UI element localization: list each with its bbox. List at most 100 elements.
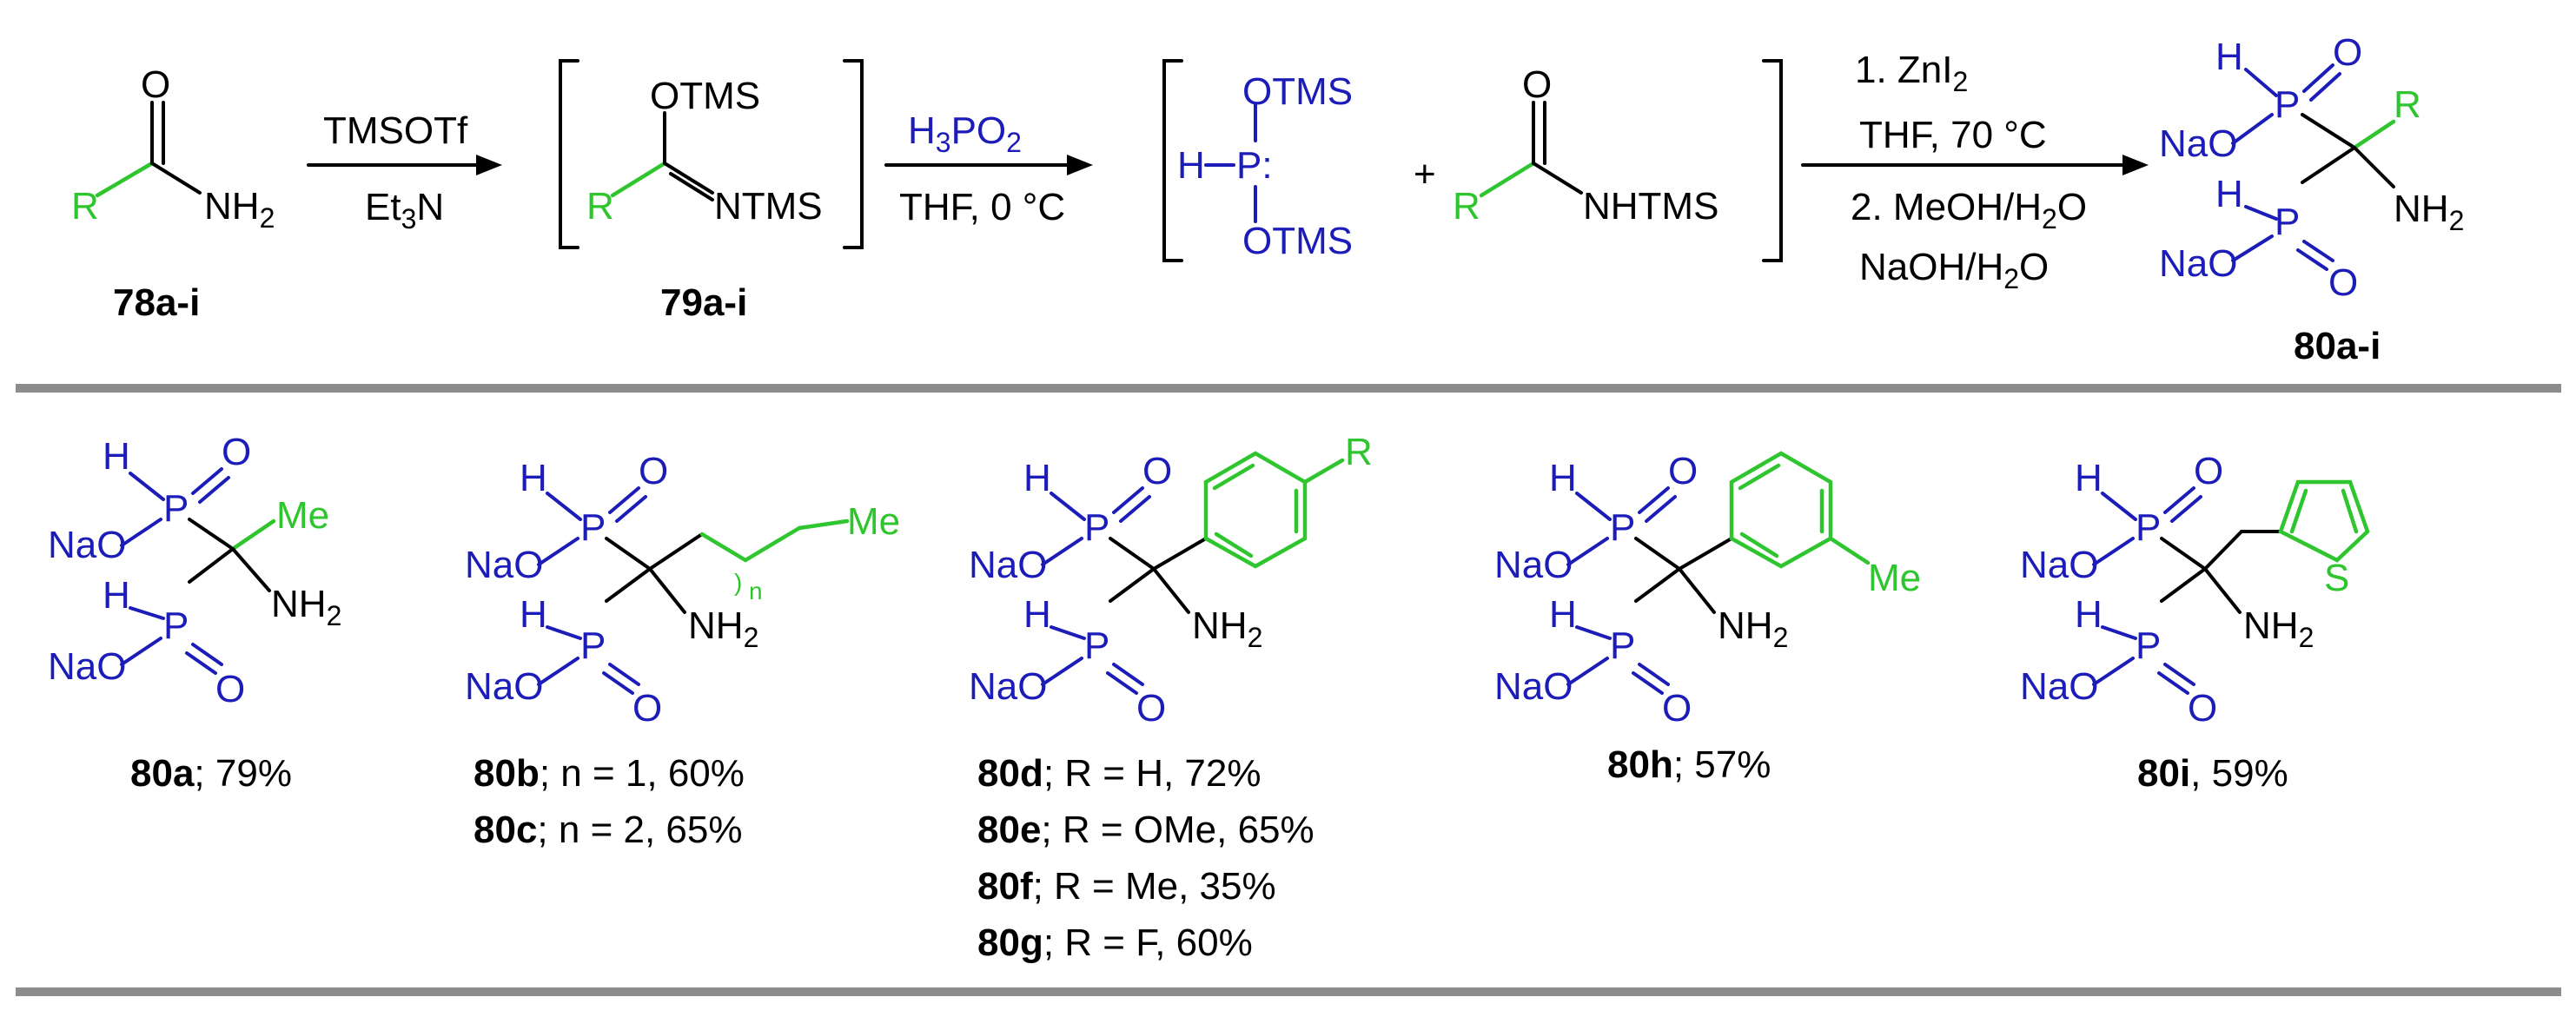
svg-text:NaO: NaO [48, 524, 126, 566]
svg-text:): ) [734, 569, 742, 596]
svg-text:H: H [2075, 593, 2103, 636]
svg-text:H: H [2215, 36, 2243, 78]
id-80h: 80h [1607, 743, 1673, 786]
svg-text:O: O [2194, 450, 2223, 492]
svg-text:P: P [2275, 201, 2300, 243]
svg-text:Me: Me [1868, 557, 1921, 599]
svg-text:Me: Me [847, 500, 900, 543]
yield-80i: 80i, 59% [2137, 752, 2288, 795]
svg-text:P:: P: [1236, 144, 1273, 187]
svg-text:NaO: NaO [465, 665, 543, 708]
text-80a: ; 79% [194, 752, 292, 795]
svg-text:NaO: NaO [2159, 122, 2237, 165]
svg-text:NH2: NH2 [204, 185, 275, 234]
yield-80f: 80f; R = Me, 35% [977, 865, 1276, 908]
text-80d: ; R = H, 72% [1043, 752, 1262, 795]
arrow-3 [1801, 155, 2149, 175]
svg-text:H: H [103, 574, 130, 617]
svg-text:O: O [1142, 450, 1172, 492]
yield-80b: 80b; n = 1, 60% [473, 752, 745, 795]
svg-text:O: O [2188, 687, 2217, 730]
text-80h: ; 57% [1673, 743, 1771, 786]
svg-text:NH2: NH2 [1718, 604, 1788, 653]
text-80e: ; R = OMe, 65% [1041, 809, 1314, 851]
structure-80b-80c: H P O NaO Me ) n NH2 H P O NaO [465, 450, 900, 730]
svg-text:NH2: NH2 [271, 583, 341, 631]
yield-80e: 80e; R = OMe, 65% [977, 809, 1314, 851]
id-80b: 80b [473, 752, 540, 795]
id-80f: 80f [977, 865, 1033, 908]
svg-text:S: S [2324, 557, 2349, 599]
svg-text:P: P [1084, 506, 1109, 549]
svg-text:H: H [1549, 457, 1577, 499]
structure-80d-80g: H P O NaO R NH2 H P O NaO [969, 431, 1373, 730]
svg-text:NH2: NH2 [688, 604, 758, 653]
svg-text:O: O [1522, 63, 1552, 106]
svg-text:O: O [215, 668, 245, 710]
bracket-intermediates: H P: OTMS OTMS O R NHTMS [1162, 59, 1783, 262]
text-80f: ; R = Me, 35% [1033, 865, 1276, 908]
reagent-h3po2: H3PO2 [908, 109, 1022, 158]
svg-text:P: P [1610, 624, 1635, 667]
svg-text:P: P [580, 506, 606, 549]
reagent-tmsotf: TMSOTf [323, 109, 468, 152]
id-80e: 80e [977, 809, 1041, 851]
svg-text:NH2: NH2 [1192, 604, 1262, 653]
svg-text:NaO: NaO [2159, 242, 2237, 285]
svg-text:P: P [580, 624, 606, 667]
svg-text:H: H [1177, 144, 1205, 187]
reagent-thf-0c: THF, 0 °C [899, 186, 1065, 228]
svg-text:P: P [163, 604, 189, 647]
reagent-et3n: Et3N [365, 186, 444, 234]
svg-text:OTMS: OTMS [1242, 220, 1353, 262]
svg-text:H: H [1549, 593, 1577, 636]
svg-text:NaO: NaO [465, 544, 543, 586]
svg-text:P: P [1610, 506, 1635, 549]
svg-text:R: R [586, 185, 614, 228]
svg-text:R: R [2394, 83, 2421, 126]
yield-80d: 80d; R = H, 72% [977, 752, 1262, 795]
product-80: H P O NaO R NH2 H P O NaO [2159, 31, 2464, 304]
reagent-meoh-h2o: 2. MeOH/H2O [1851, 186, 2087, 234]
structure-80a: H P O NaO Me NH2 H P O NaO [48, 431, 341, 710]
svg-text:O: O [2333, 31, 2362, 74]
reagent-naoh-h2o: NaOH/H2O [1859, 246, 2049, 294]
arrow-2 [884, 155, 1093, 175]
svg-text:NTMS: NTMS [714, 185, 823, 228]
svg-text:NaO: NaO [969, 544, 1047, 586]
svg-text:O: O [639, 450, 668, 492]
divider-bottom [16, 987, 2561, 996]
id-80a: 80a [130, 752, 195, 795]
svg-text:O: O [1662, 687, 1692, 730]
svg-text:n: n [749, 578, 763, 604]
svg-text:NaO: NaO [48, 645, 126, 688]
reagent-zni2: 1. ZnI2 [1855, 49, 1968, 97]
amide-78: O R NH2 [71, 63, 275, 234]
svg-text:P: P [2275, 83, 2300, 126]
svg-text:R: R [1453, 185, 1480, 228]
svg-text:R: R [71, 185, 99, 228]
svg-text:OTMS: OTMS [650, 75, 760, 117]
svg-text:NaO: NaO [2020, 544, 2098, 586]
svg-text:OTMS: OTMS [1242, 70, 1353, 113]
plus-sign: + [1414, 153, 1436, 195]
svg-text:P: P [163, 487, 189, 530]
divider-top [16, 384, 2561, 393]
svg-text:NaO: NaO [969, 665, 1047, 708]
text-80i: , 59% [2190, 752, 2288, 795]
text-80b: ; n = 1, 60% [540, 752, 745, 795]
svg-text:NaO: NaO [1494, 665, 1573, 708]
label-78a-i: 78a-i [113, 281, 200, 324]
id-80d: 80d [977, 752, 1043, 795]
text-80c: ; n = 2, 65% [537, 809, 742, 851]
yield-80g: 80g; R = F, 60% [977, 921, 1253, 964]
id-80g: 80g [977, 921, 1043, 964]
label-79a-i: 79a-i [660, 281, 747, 324]
svg-text:P: P [1084, 624, 1109, 667]
text-80g: ; R = F, 60% [1043, 921, 1253, 964]
bracket-79: OTMS R NTMS [559, 59, 864, 249]
svg-text:NaO: NaO [2020, 665, 2098, 708]
yield-80a: 80a; 79% [130, 752, 292, 795]
svg-text:NaO: NaO [1494, 544, 1573, 586]
svg-text:P: P [2136, 506, 2161, 549]
